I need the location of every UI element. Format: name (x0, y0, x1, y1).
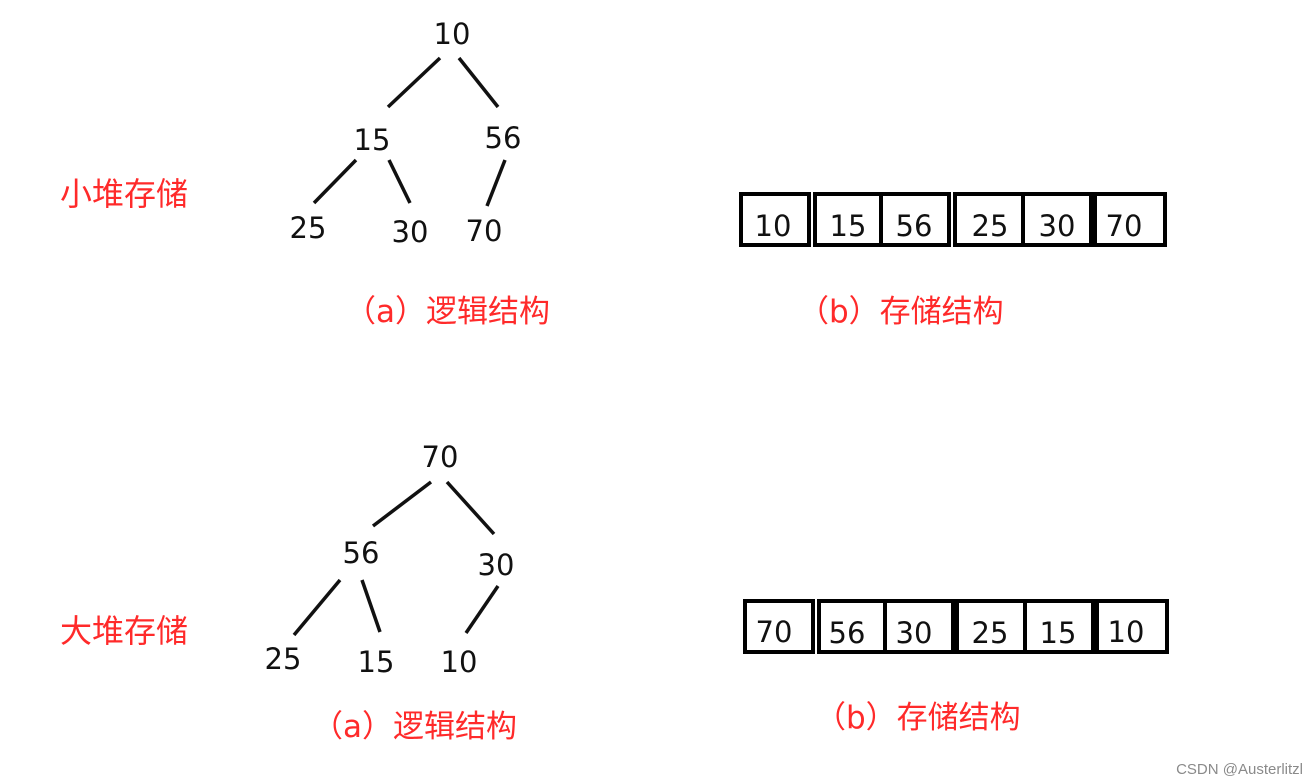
array-cell-value: 15 (830, 209, 867, 243)
array-cell-value: 10 (755, 209, 792, 243)
max-heap-diagram: 大堆存储 70 56 30 25 15 10 （a）逻辑结构 70 56 30 (60, 440, 1169, 745)
tree-node: 10 (441, 645, 478, 679)
tree-node: 30 (478, 548, 515, 582)
tree-edge (292, 578, 342, 637)
array-cell (813, 192, 883, 247)
array-cell (1095, 599, 1169, 654)
tree-node: 15 (358, 645, 395, 679)
tree-edge (464, 585, 500, 634)
array-cell (1093, 192, 1167, 247)
max-heap-tree: 70 56 30 25 15 10 (265, 440, 515, 679)
array-cell-value: 70 (1106, 209, 1143, 243)
storage-structure-caption: （b）存储结构 (815, 700, 1021, 736)
min-heap-tree: 10 15 56 25 30 70 (290, 17, 522, 249)
array-cell-value: 56 (829, 616, 866, 650)
tree-edge (457, 56, 500, 109)
tree-node: 56 (485, 121, 522, 155)
min-heap-array: 10 15 56 25 30 70 (739, 192, 1167, 247)
min-heap-label: 小堆存储 (60, 175, 188, 213)
logical-structure-caption: （a）逻辑结构 (345, 294, 550, 330)
tree-edge (386, 56, 442, 109)
tree-edge (485, 159, 507, 207)
tree-node: 30 (392, 215, 429, 249)
tree-edge (312, 158, 358, 205)
tree-node: 25 (290, 211, 327, 245)
storage-structure-caption: （b）存储结构 (798, 294, 1004, 330)
array-cell-value: 15 (1040, 616, 1077, 650)
array-cell-value: 30 (896, 616, 933, 650)
array-cell-value: 25 (972, 616, 1009, 650)
tree-node: 25 (265, 642, 302, 676)
min-heap-diagram: 小堆存储 10 15 56 25 30 70 （a）逻辑结构 10 15 56 (60, 17, 1167, 330)
tree-node: 56 (343, 536, 380, 570)
tree-edge (445, 480, 496, 536)
tree-edge (360, 579, 382, 633)
tree-node: 70 (422, 440, 459, 474)
tree-node: 15 (354, 123, 391, 157)
array-cell (879, 192, 951, 247)
csdn-watermark: CSDN @Austerlitzl (1176, 761, 1303, 778)
array-cell (883, 599, 955, 654)
array-cell (1023, 599, 1095, 654)
logical-structure-caption: （a）逻辑结构 (312, 709, 517, 745)
tree-node: 70 (466, 214, 503, 248)
array-cell (1021, 192, 1093, 247)
array-cell-value: 25 (972, 209, 1009, 243)
array-cell-value: 10 (1108, 615, 1145, 649)
array-cell (743, 599, 815, 654)
array-cell-value: 30 (1039, 209, 1076, 243)
tree-edge (371, 480, 433, 528)
max-heap-label: 大堆存储 (60, 612, 188, 650)
max-heap-array: 70 56 30 25 15 10 (743, 599, 1169, 654)
array-cell (817, 599, 887, 654)
tree-edge (387, 159, 412, 204)
tree-node: 10 (434, 17, 471, 51)
array-cell (955, 599, 1027, 654)
array-cell-value: 56 (896, 209, 933, 243)
array-cell-value: 70 (756, 615, 793, 649)
array-cell (739, 192, 811, 247)
